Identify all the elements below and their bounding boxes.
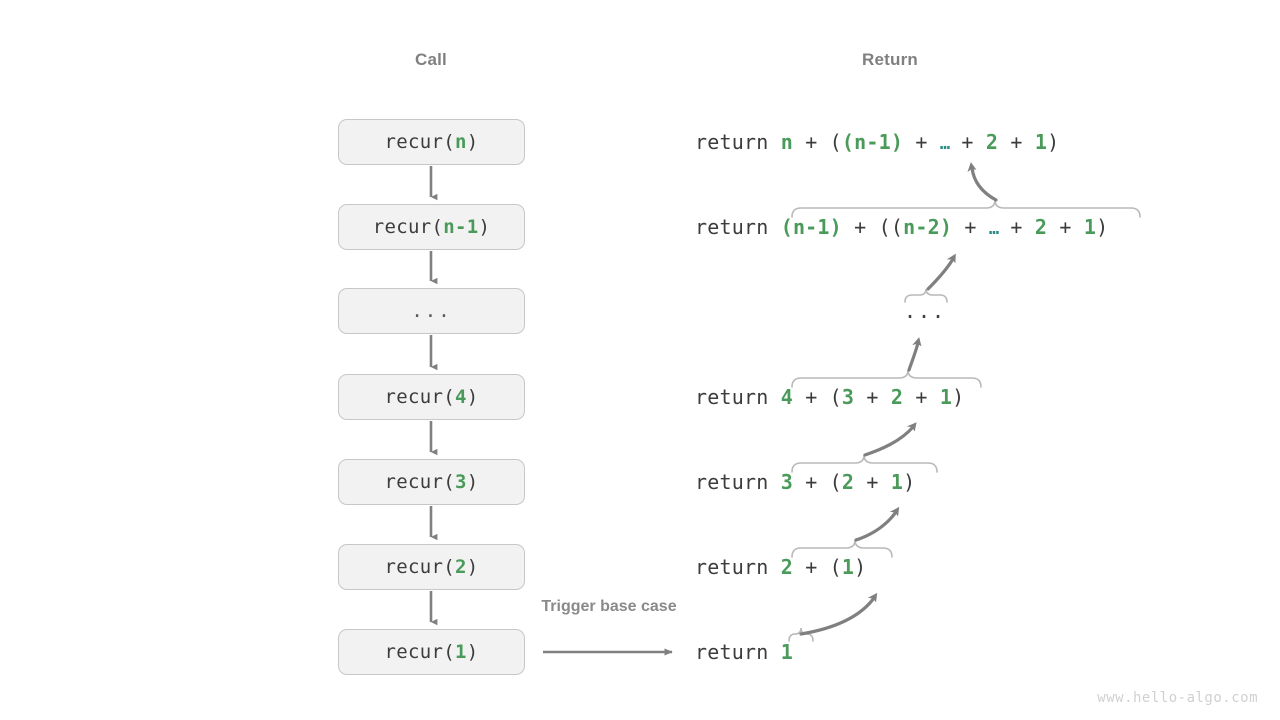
return-keyword: return [695,215,769,239]
call-box-text: recur(2) [385,556,479,578]
return-line-7: return 1 [695,640,793,664]
call-suffix: ) [466,641,479,663]
call-box-recur-n-1: recur(n-1) [338,204,525,250]
call-box-recur-2: recur(2) [338,544,525,590]
call-prefix: recur( [384,131,455,153]
call-arg: 2 [454,556,467,578]
call-box-ellipsis: ... [338,288,525,334]
call-suffix: ) [466,386,479,408]
watermark: www.hello-algo.com [1097,690,1258,706]
call-arg: n-1 [443,216,479,238]
column-header-call: Call [415,50,447,69]
return-keyword: return [695,130,769,154]
return-keyword: return [695,640,769,664]
call-prefix: recur( [372,216,444,238]
call-box-text: recur(4) [385,386,479,408]
return-line-5: return 3 + (2 + 1) [695,470,916,494]
call-prefix: recur( [384,471,455,493]
call-arg: n [454,131,467,153]
trigger-base-case-label: Trigger base case [541,598,677,615]
return-arrow-6-to-5 [854,506,900,542]
return-arrow-5-to-4 [863,422,917,457]
call-prefix: recur( [384,641,455,663]
return-arrow-2-to-1 [967,162,998,202]
return-line-ellipsis: ... [903,299,947,323]
call-ellipsis-text: ... [411,300,452,322]
call-box-recur-3: recur(3) [338,459,525,505]
call-box-text: recur(n-1) [373,216,490,238]
return-arrow-7-to-6 [799,592,878,636]
return-keyword: return [695,385,769,409]
call-box-text: recur(3) [385,471,479,493]
call-arg: 4 [454,386,467,408]
call-box-text: recur(1) [385,641,479,663]
call-prefix: recur( [384,386,455,408]
return-arrow-4-to-mid [907,337,922,372]
return-line-4: return 4 + (3 + 2 + 1) [695,385,965,409]
return-line-2: return (n-1) + ((n-2) + … + 2 + 1) [695,215,1109,239]
return-keyword: return [695,470,769,494]
return-line-1: return n + ((n-1) + … + 2 + 1) [695,130,1060,154]
call-box-recur-1: recur(1) [338,629,525,675]
call-box-recur-4: recur(4) [338,374,525,420]
call-suffix: ) [478,216,491,238]
call-prefix: recur( [384,556,455,578]
call-suffix: ) [466,131,479,153]
return-keyword: return [695,555,769,579]
call-suffix: ) [466,556,479,578]
column-header-return: Return [862,50,918,69]
call-arg: 3 [454,471,467,493]
return-line-6: return 2 + (1) [695,555,867,579]
call-box-recur-n: recur(n) [338,119,525,165]
return-arrow-mid-to-2 [926,253,956,291]
call-arg: 1 [454,641,467,663]
call-suffix: ) [466,471,479,493]
call-box-text: recur(n) [385,131,479,153]
